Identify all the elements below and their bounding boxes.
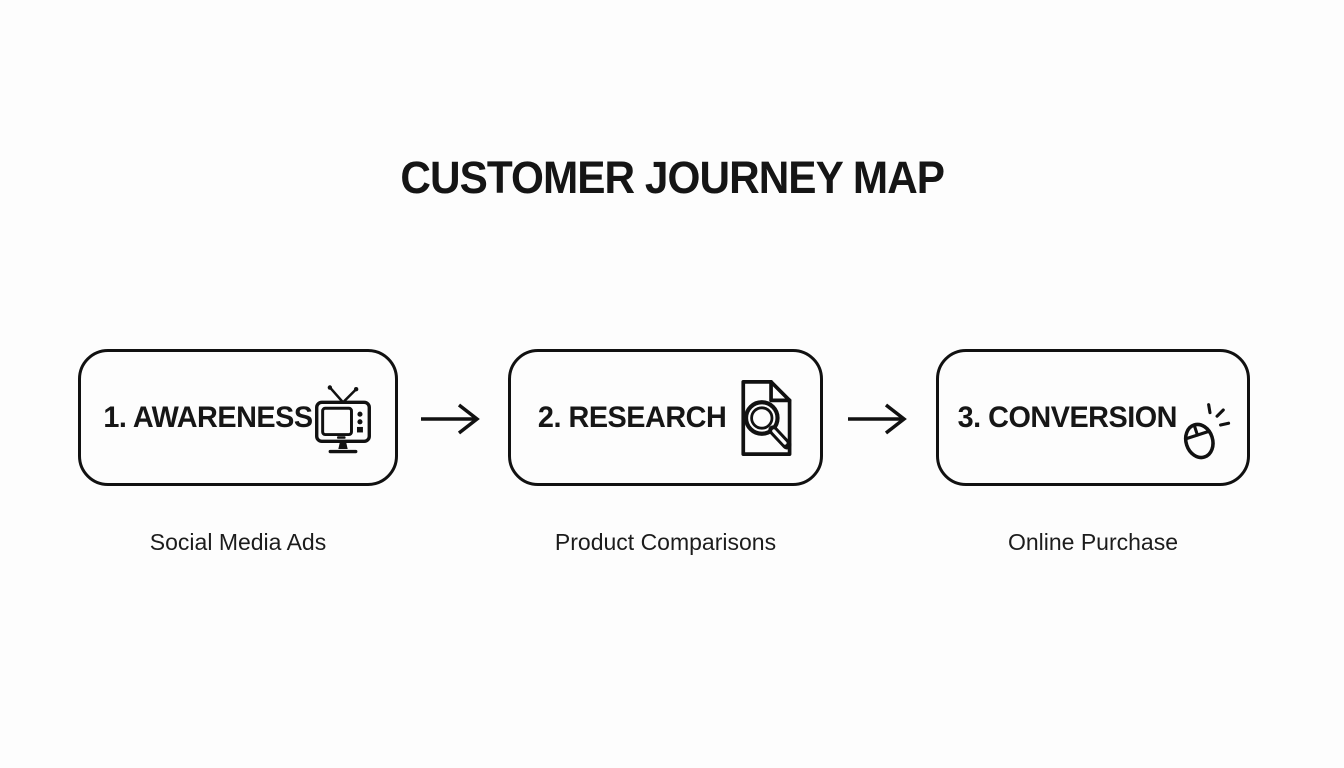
page-title: CUSTOMER JOURNEY MAP bbox=[400, 152, 945, 203]
step-box-research: 2. RESEARCH bbox=[508, 349, 823, 486]
caption-awareness: Social Media Ads bbox=[149, 529, 327, 555]
document-search-icon bbox=[734, 377, 797, 459]
caption-research: Product Comparisons bbox=[554, 529, 777, 555]
arrow-icon bbox=[421, 403, 480, 435]
arrow-icon bbox=[848, 403, 907, 435]
step-label-awareness: 1. AWARENESS bbox=[102, 400, 313, 434]
tv-icon bbox=[309, 382, 377, 460]
caption-conversion: Online Purchase bbox=[1007, 529, 1179, 555]
mouse-click-icon bbox=[1171, 401, 1233, 465]
step-box-awareness: 1. AWARENESS bbox=[78, 349, 398, 486]
step-label-conversion: 3. CONVERSION bbox=[957, 400, 1177, 434]
step-label-research: 2. RESEARCH bbox=[537, 400, 727, 434]
step-box-conversion: 3. CONVERSION bbox=[936, 349, 1250, 486]
